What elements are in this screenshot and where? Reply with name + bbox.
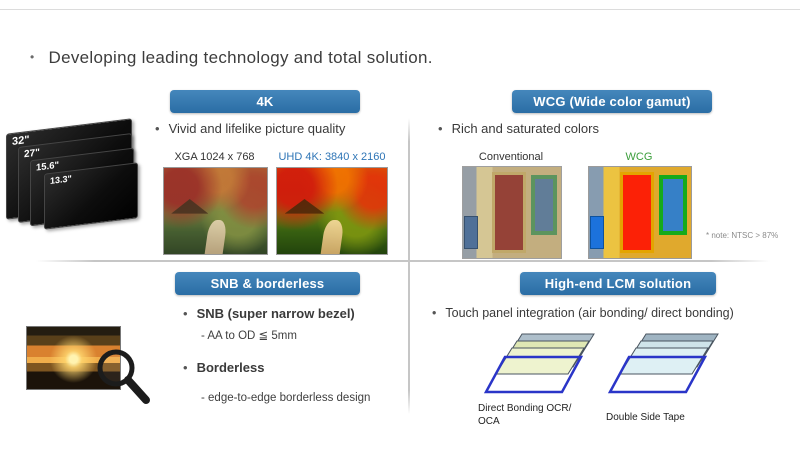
layer-touch-frame (607, 355, 708, 394)
bullet-wcg: Rich and saturated colors (438, 121, 599, 136)
bullet-4k: Vivid and lifelike picture quality (155, 121, 346, 136)
label-direct-bonding: Direct Bonding OCR/ OCA (478, 403, 571, 428)
ntsc-note: * note: NTSC > 87% (706, 231, 779, 240)
wall-blue-box (463, 216, 478, 250)
bullet-lcm: Touch panel integration (air bonding/ di… (432, 306, 734, 320)
wall-red-shutter (492, 172, 526, 253)
panel-size-label-27: 27" (24, 147, 40, 161)
bullet-snb-text: SNB (super narrow bezel) (196, 306, 355, 321)
diagram-direct-bonding (483, 333, 595, 394)
garden-path-shape (320, 219, 345, 254)
hut-roof-shape (171, 198, 209, 214)
layer-glass (619, 347, 709, 375)
photo-garden-xga (163, 167, 268, 255)
borderless-detail: - edge-to-edge borderless design (201, 392, 371, 404)
hut-roof-shape (284, 198, 325, 214)
photo-wall-wcg (588, 166, 692, 259)
horizontal-divider (36, 260, 770, 262)
diagram-double-side-tape (607, 333, 719, 394)
section-header-4k: 4K (170, 90, 360, 113)
layer-glass (495, 347, 585, 375)
wall-green-window (659, 175, 687, 236)
label-conventional: Conventional (478, 151, 544, 163)
photo-wall-conventional (462, 166, 562, 259)
slide-title: Developing leading technology and total … (30, 48, 433, 68)
top-border-line (0, 9, 800, 10)
wall-red-shutter (619, 172, 655, 253)
bullet-borderless-text: Borderless (196, 360, 265, 375)
label-uhd-resolution: UHD 4K: 3840 x 2160 (278, 151, 386, 163)
bullet-wcg-text: Rich and saturated colors (451, 121, 599, 136)
section-header-snb: SNB & borderless (175, 272, 360, 295)
snb-detail: - AA to OD ≦ 5mm (201, 330, 297, 342)
label-direct-bonding-line1: Direct Bonding OCR/ (478, 403, 572, 414)
label-double-side-tape: Double Side Tape (606, 412, 685, 423)
section-header-lcm: High-end LCM solution (520, 272, 716, 295)
label-xga-resolution: XGA 1024 x 768 (174, 151, 255, 163)
bullet-lcm-text: Touch panel integration (air bonding/ di… (445, 306, 734, 320)
layer-touch-frame (483, 355, 584, 394)
wall-green-window (530, 175, 558, 236)
label-wcg: WCG (625, 151, 653, 163)
section-header-wcg: WCG (Wide color gamut) (512, 90, 712, 113)
magnifier-icon (97, 349, 150, 404)
bullet-borderless: Borderless (183, 360, 265, 375)
garden-path-shape (204, 219, 228, 254)
vertical-divider (408, 118, 410, 414)
label-direct-bonding-line2: OCA (478, 415, 500, 427)
panel-size-label-13-3: 13.3" (50, 173, 72, 187)
bullet-4k-text: Vivid and lifelike picture quality (168, 121, 346, 136)
photo-garden-uhd (276, 167, 388, 255)
wall-blue-box (590, 216, 605, 250)
display-panel-13-3: 13.3" (44, 162, 138, 230)
bullet-snb: SNB (super narrow bezel) (183, 306, 355, 321)
